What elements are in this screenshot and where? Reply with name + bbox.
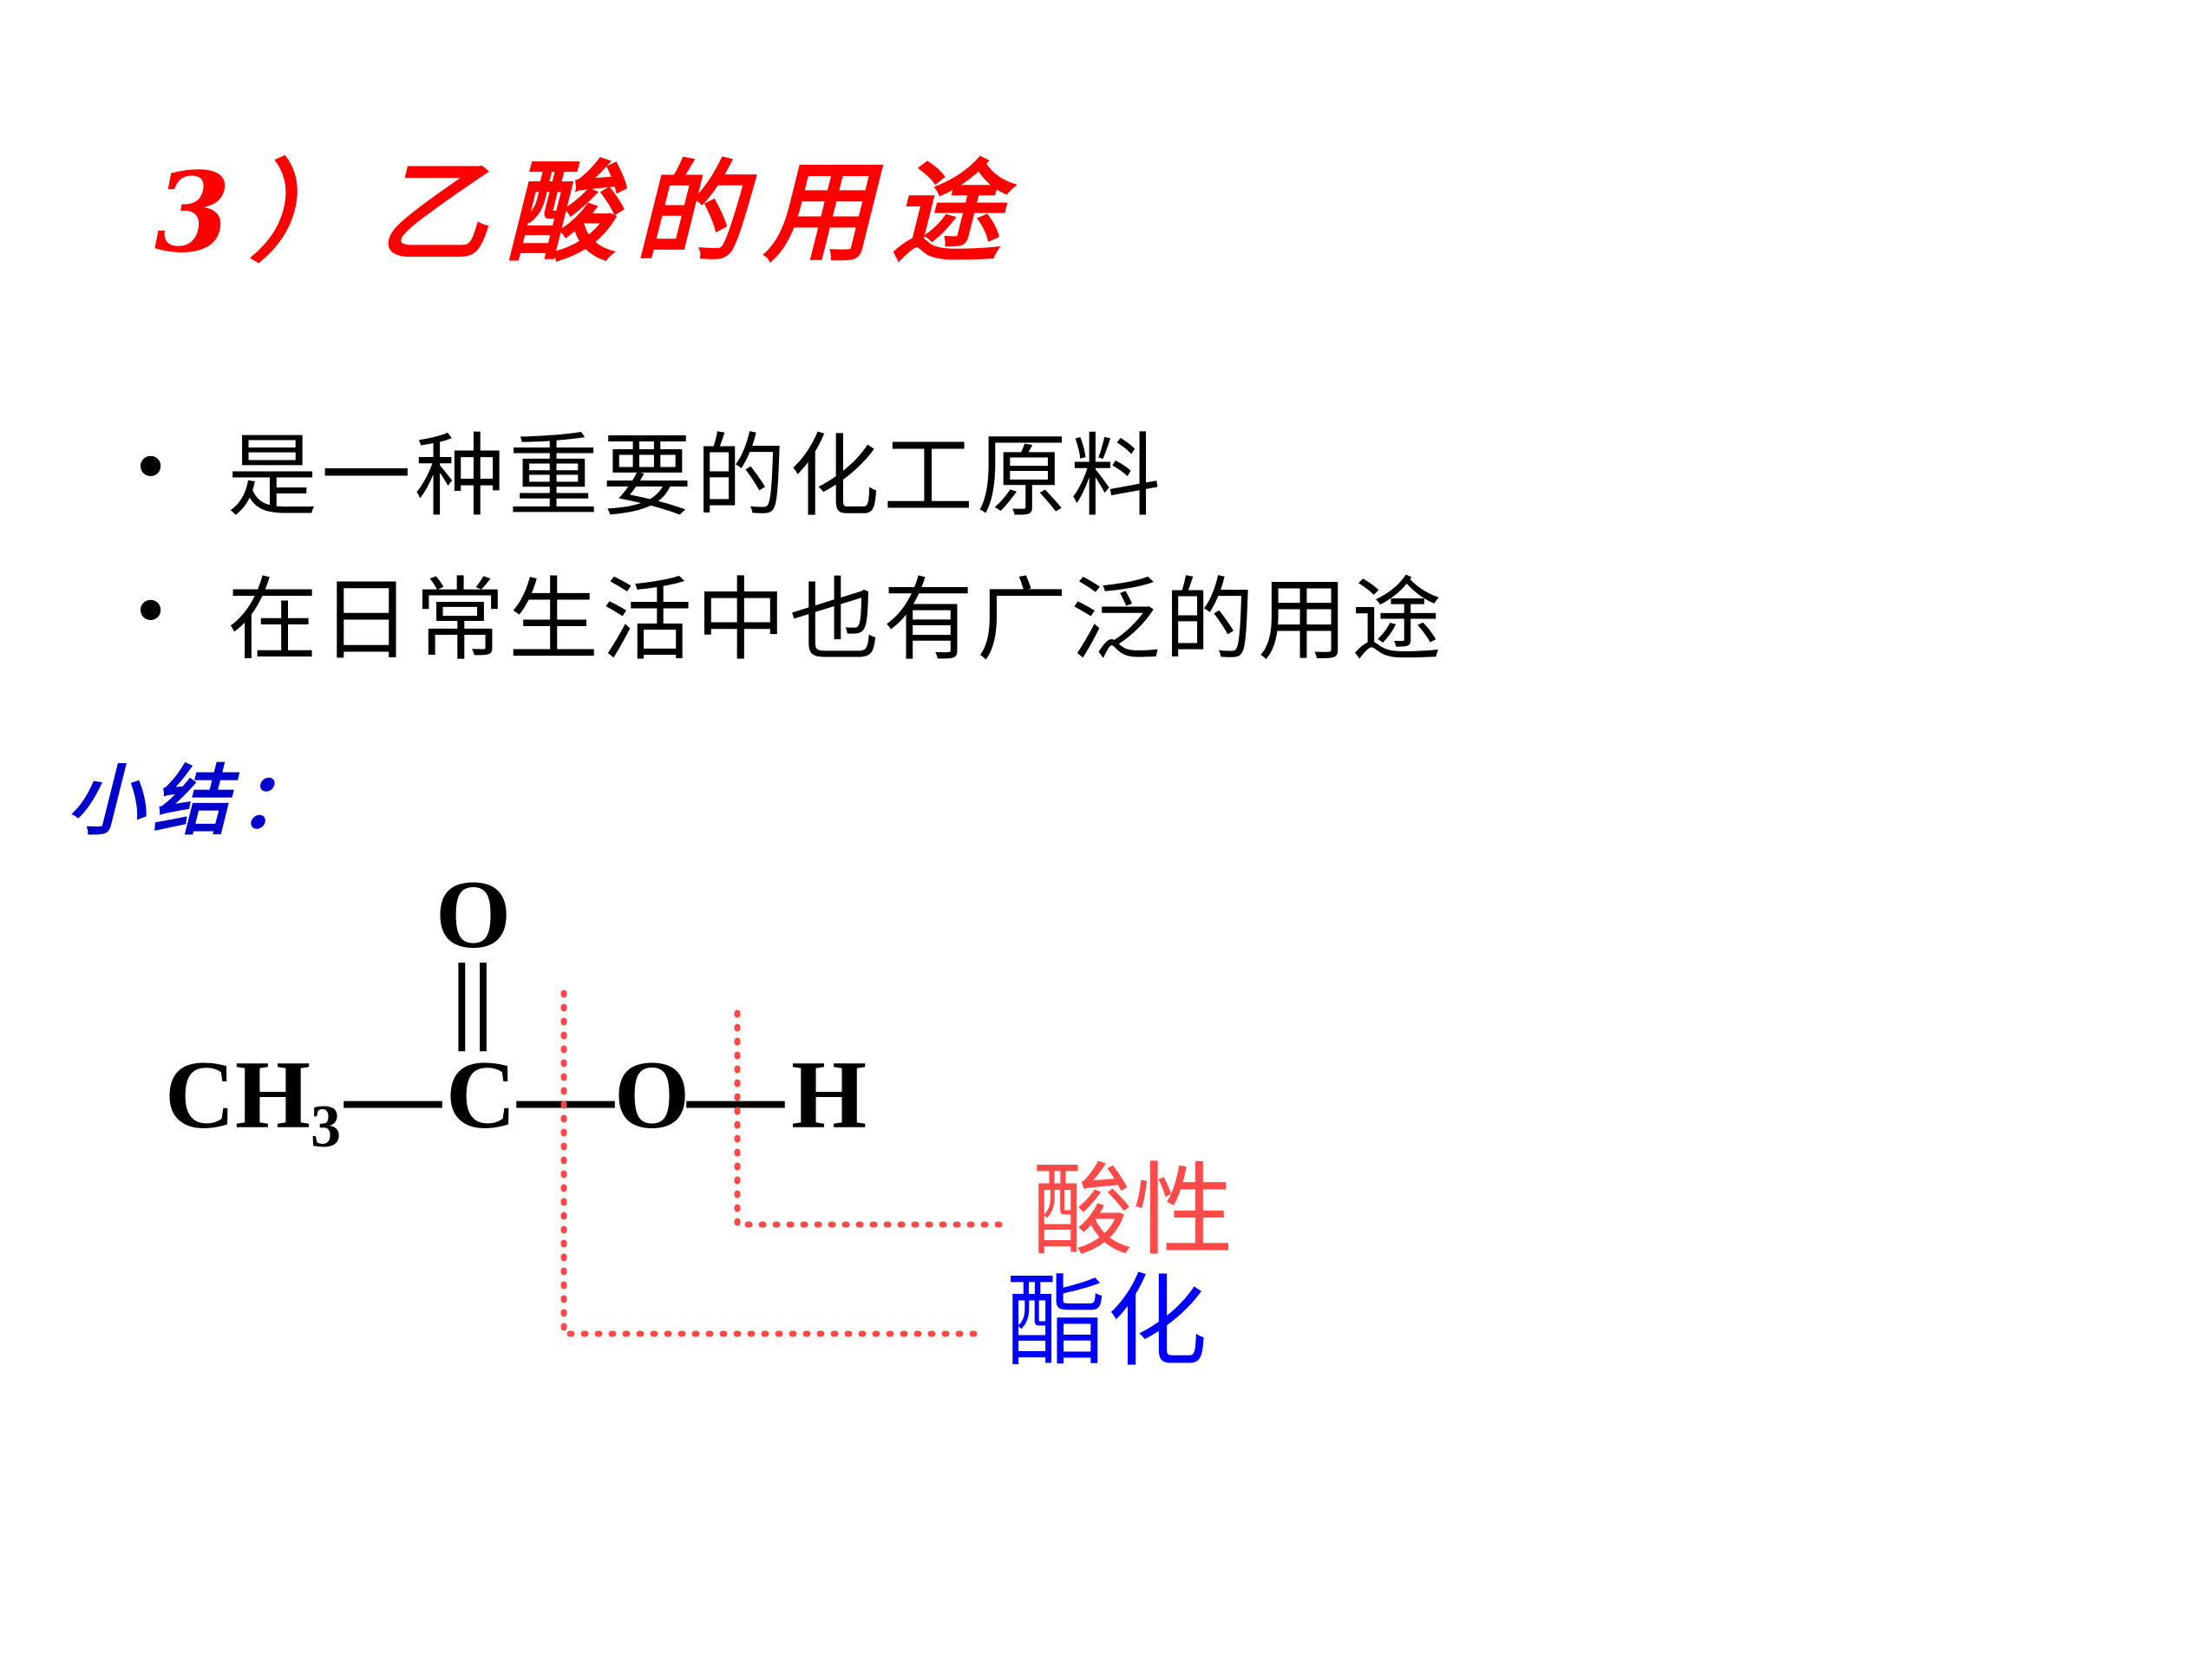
methyl-subscript: 3 (311, 1094, 341, 1160)
bullet-dot-icon: • (130, 571, 172, 652)
bullet-item: • 是一种重要的化工原料 (130, 395, 1445, 539)
methyl-group: CH3 (165, 1042, 341, 1160)
summary-label: 小结： (68, 755, 324, 846)
bullet-list: • 是一种重要的化工原料 • 在日常生活中也有广泛的用途 (130, 395, 1445, 683)
esterification-cleavage-line (560, 990, 979, 1337)
acidity-label: 酸性 (1032, 1153, 1234, 1270)
bullet-dot-icon: • (130, 427, 172, 508)
methyl-ch: CH (165, 1042, 311, 1149)
bullet-text: 是一种重要的化工原料 (227, 422, 1165, 529)
acidity-cleavage-line (734, 1009, 1010, 1228)
carbon-atom: C (446, 1042, 516, 1149)
carbonyl-oxygen: O (435, 861, 511, 969)
bond-ch3-c: — (344, 1042, 442, 1149)
hydroxyl-oxygen: O (614, 1042, 690, 1149)
esterification-label: 酯化 (1006, 1264, 1207, 1381)
bullet-item: • 在日常生活中也有广泛的用途 (130, 539, 1445, 683)
slide-title: 3）乙酸的用途 (154, 148, 1020, 277)
double-bond: || (451, 944, 494, 1052)
bullet-text: 在日常生活中也有广泛的用途 (227, 566, 1446, 673)
hydrogen-atom: H (791, 1042, 867, 1149)
